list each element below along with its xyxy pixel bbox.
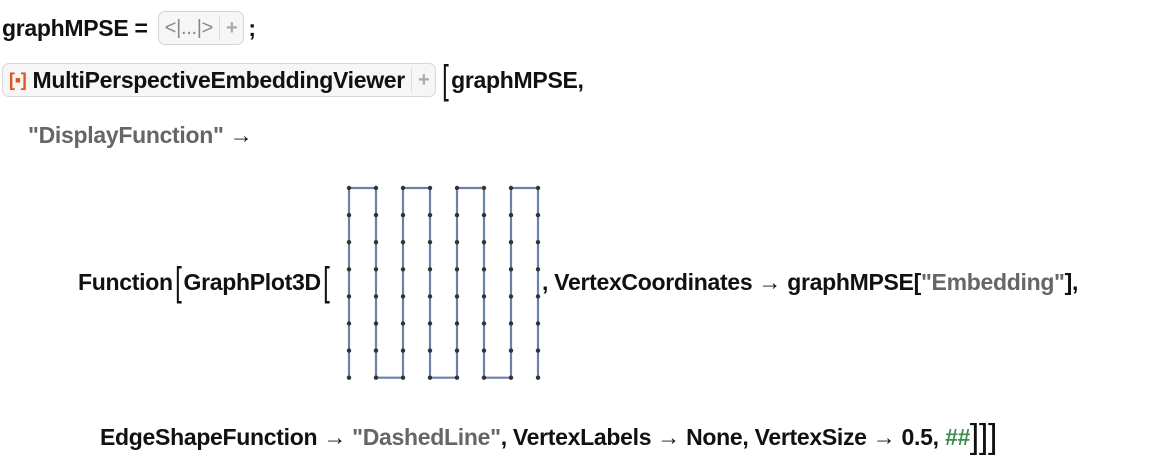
graph-vertex [454, 185, 460, 191]
line-options: EdgeShapeFunction → "DashedLine" , Verte… [100, 417, 998, 456]
elided-object-box[interactable]: <|...|> + [157, 11, 245, 45]
slot-placeholder: ## [944, 423, 970, 450]
graph-vertex [481, 240, 487, 245]
graph-vertex [508, 375, 514, 380]
graph-vertex [508, 348, 514, 353]
graph-vertex [373, 240, 379, 245]
graph-vertex [400, 321, 406, 326]
graph-vertex [427, 375, 433, 380]
expand-plus-icon[interactable]: + [226, 16, 238, 39]
graph-vertex [346, 294, 352, 299]
graph-vertex [346, 212, 352, 218]
graph-vertex [454, 240, 460, 245]
line-function: Function [ GraphPlot3D [ [78, 260, 330, 304]
elided-content[interactable]: <|...|> [164, 16, 214, 39]
resource-function-box[interactable]: [▪] MultiPerspectiveEmbeddingViewer + [2, 63, 437, 97]
graph-vertex [373, 294, 379, 299]
graph-vertex [508, 294, 514, 299]
graph-vertex [427, 294, 433, 299]
graph-vertex [427, 185, 433, 191]
graph-vertex [454, 375, 460, 380]
graph-vertex [400, 240, 406, 245]
graph-vertex [346, 348, 352, 353]
graph-vertex [346, 267, 352, 272]
graph-vertex [508, 240, 514, 245]
graph-vertex [400, 375, 406, 380]
graph-vertex [481, 212, 487, 218]
graph-vertex [508, 185, 514, 191]
graph-vertex [373, 321, 379, 326]
graph-vertex [400, 212, 406, 218]
graph-vertex [535, 375, 541, 380]
graph-vertex [481, 321, 487, 326]
graph-vertex [454, 212, 460, 218]
graph-vertex [400, 294, 406, 299]
graph-vertex [427, 240, 433, 245]
graph-vertex [346, 375, 352, 380]
graph-vertex [454, 267, 460, 272]
graph-vertex [481, 267, 487, 272]
graph-vertex [346, 240, 352, 245]
variable-graphmpse: graphMPSE [2, 14, 129, 41]
line-function-rest: , VertexCoordinates → graphMPSE[ "Embedd… [542, 268, 1079, 295]
graph-vertex [508, 267, 514, 272]
graph-vertex [373, 375, 379, 380]
graph-vertex [427, 212, 433, 218]
function-name[interactable]: MultiPerspectiveEmbeddingViewer [32, 66, 405, 93]
resource-function-icon: [▪] [9, 69, 27, 90]
graph-vertex [535, 185, 541, 191]
graph-vertex [427, 348, 433, 353]
graph-vertex [481, 375, 487, 380]
graph-vertex [454, 348, 460, 353]
graph-thumbnail[interactable] [339, 178, 549, 388]
graph-vertex [427, 267, 433, 272]
line-graphmpse-assignment: graphMPSE = <|...|> + ; [2, 8, 256, 48]
graph-vertex [454, 321, 460, 326]
graph-vertex [400, 348, 406, 353]
graph-vertex [508, 321, 514, 326]
graph-vertex [427, 321, 433, 326]
graph-vertex [454, 294, 460, 299]
graph-vertex [481, 348, 487, 353]
graph-vertex [481, 294, 487, 299]
bracket-open: [ [442, 58, 449, 102]
graph-vertex [535, 348, 541, 353]
line-viewer-call: [▪] MultiPerspectiveEmbeddingViewer + [ … [2, 60, 584, 100]
graph-vertex [481, 185, 487, 191]
graph-vertex [400, 185, 406, 191]
graph-vertex [535, 267, 541, 272]
graph-vertex [373, 348, 379, 353]
expand-plus-icon[interactable]: + [417, 68, 430, 91]
graph-vertex [373, 185, 379, 191]
graph-vertex [535, 212, 541, 218]
graph-vertex [373, 267, 379, 272]
line-display-function: "DisplayFunction" → [28, 121, 253, 148]
graph-vertex [346, 321, 352, 326]
graph-vertex [535, 294, 541, 299]
graph-vertex [400, 267, 406, 272]
graph-vertex [346, 185, 352, 191]
graph-vertex [535, 240, 541, 245]
graph-vertex [373, 212, 379, 218]
graph-vertex [508, 212, 514, 218]
graph-vertex [535, 321, 541, 326]
